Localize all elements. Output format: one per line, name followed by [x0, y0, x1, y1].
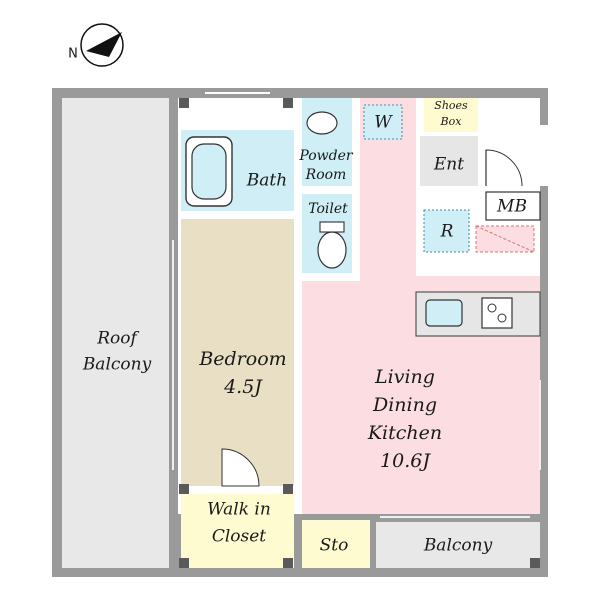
burner-icon — [487, 303, 497, 313]
ldk-label-4: 10.6J — [380, 450, 431, 472]
stove-icon — [481, 297, 513, 329]
balcony-area — [376, 522, 540, 568]
washer-label: W — [374, 113, 393, 133]
roof-balcony-label-1: Roof — [96, 329, 139, 349]
pillar — [283, 484, 293, 494]
windows — [172, 92, 541, 518]
walk-in-closet-area — [181, 494, 294, 568]
washer-area — [363, 104, 403, 140]
entrance-door-swing — [485, 149, 523, 187]
wall-pillars — [179, 98, 540, 568]
shoes-box-area — [424, 98, 478, 132]
refrigerator-area — [423, 209, 470, 253]
compass-needle-icon — [86, 32, 122, 57]
ldk-label-1: Living — [374, 366, 435, 388]
ldk-label-3: Kitchen — [367, 422, 442, 444]
pillar — [283, 558, 293, 568]
storage-label: Sto — [320, 536, 349, 556]
walk-in-closet-label-1: Walk in — [207, 500, 271, 520]
toilet-bowl-icon — [317, 231, 347, 269]
ldk-label-2: Dining — [372, 394, 437, 416]
entrance-label: Ent — [433, 155, 464, 175]
pillar — [179, 484, 189, 494]
powder-room-label-2: Room — [305, 167, 347, 183]
shoes-box-label-2: Box — [440, 115, 463, 128]
refrigerator-label: R — [440, 222, 454, 242]
walk-in-closet-label-2: Closet — [212, 527, 266, 547]
sink-icon — [306, 111, 338, 135]
bedroom-area — [181, 219, 294, 486]
pillar — [530, 558, 540, 568]
closet-door-swing — [221, 448, 260, 487]
roof-balcony-label-2: Balcony — [82, 355, 152, 375]
bathtub-inner — [191, 143, 227, 200]
bedroom-label-2: 4.5J — [223, 376, 263, 398]
toilet-tank-icon — [319, 221, 345, 233]
pillar — [179, 558, 189, 568]
storage-area — [302, 520, 370, 568]
pillar — [179, 98, 189, 108]
compass-label: N — [68, 47, 78, 62]
hatched-diagonal — [475, 225, 535, 253]
meter-box-label: MB — [496, 197, 527, 217]
meter-box-area — [485, 191, 541, 221]
kitchen-sink-icon — [425, 299, 463, 327]
entrance-area — [420, 136, 478, 186]
powder-room-label-1: Powder — [298, 148, 354, 164]
burner-icon — [497, 313, 507, 323]
roof-balcony-area — [62, 98, 169, 568]
balcony-label: Balcony — [423, 536, 493, 556]
pillar — [283, 98, 293, 108]
shoes-box-label-1: Shoes — [434, 99, 468, 112]
compass: N — [68, 23, 124, 67]
toilet-label: Toilet — [308, 201, 348, 217]
bath-label: Bath — [246, 171, 287, 191]
bedroom-label-1: Bedroom — [198, 348, 286, 370]
